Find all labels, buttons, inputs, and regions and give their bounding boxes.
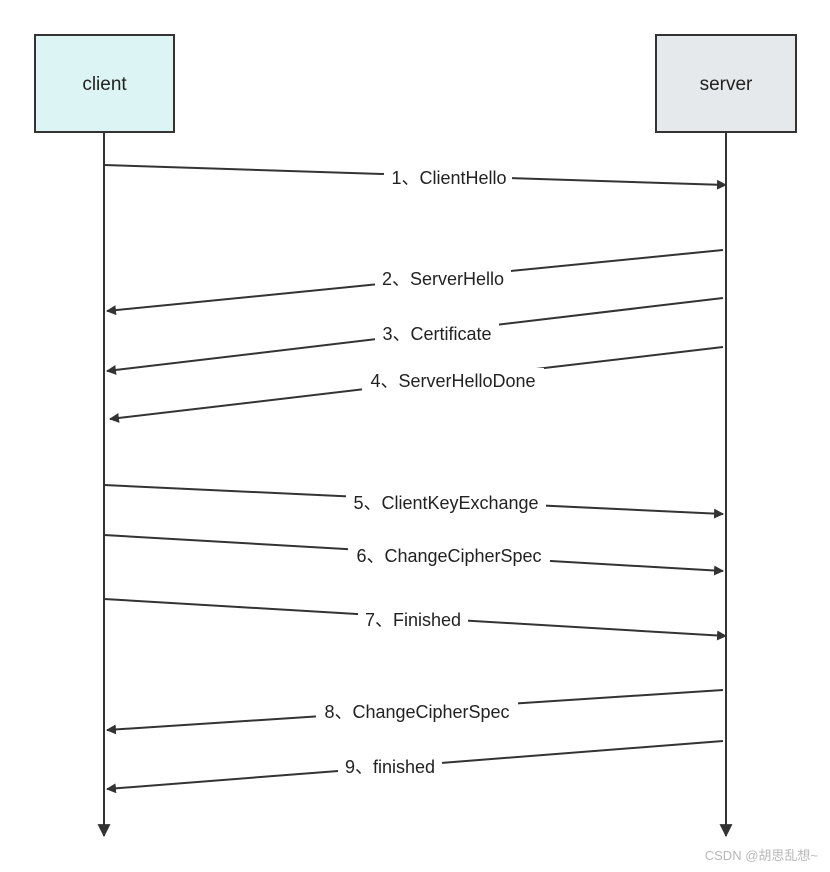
message-8-label-bg xyxy=(316,699,518,725)
message-2-label-bg xyxy=(375,266,511,292)
message-5: 5、ClientKeyExchange xyxy=(103,484,724,519)
message-3: 3、Certificate xyxy=(106,297,724,375)
message-9: 9、finished xyxy=(106,740,724,794)
message-7: 7、Finished xyxy=(103,598,727,641)
message-2-label: 2、ServerHello xyxy=(382,269,504,289)
server-box xyxy=(655,34,797,133)
message-9-label: 9、finished xyxy=(345,757,435,777)
message-4-label-bg xyxy=(362,368,544,394)
watermark-text: CSDN @胡思乱想~ xyxy=(704,848,818,863)
message-4: 4、ServerHelloDone xyxy=(109,346,724,423)
message-3-label-bg xyxy=(375,321,499,347)
message-7-label: 7、Finished xyxy=(365,610,461,630)
message-1-label-bg xyxy=(384,165,512,191)
message-6-label-bg xyxy=(348,543,550,569)
message-3-label: 3、Certificate xyxy=(382,324,491,344)
message-7-label-bg xyxy=(358,607,468,633)
message-8-label: 8、ChangeCipherSpec xyxy=(324,702,509,722)
message-5-label-bg xyxy=(346,490,546,516)
client-participant: client xyxy=(34,34,175,133)
client-box xyxy=(34,34,175,133)
message-6: 6、ChangeCipherSpec xyxy=(103,534,724,576)
message-1-label: 1、ClientHello xyxy=(391,168,506,188)
message-5-label: 5、ClientKeyExchange xyxy=(353,493,538,513)
message-8: 8、ChangeCipherSpec xyxy=(106,689,724,735)
message-4-label: 4、ServerHelloDone xyxy=(370,371,535,391)
message-6-label: 6、ChangeCipherSpec xyxy=(356,546,541,566)
server-label: server xyxy=(700,74,753,95)
client-label: client xyxy=(82,74,127,95)
message-1: 1、ClientHello xyxy=(103,164,727,191)
server-participant: server xyxy=(655,34,797,133)
message-2: 2、ServerHello xyxy=(106,249,724,316)
message-9-label-bg xyxy=(338,754,442,780)
